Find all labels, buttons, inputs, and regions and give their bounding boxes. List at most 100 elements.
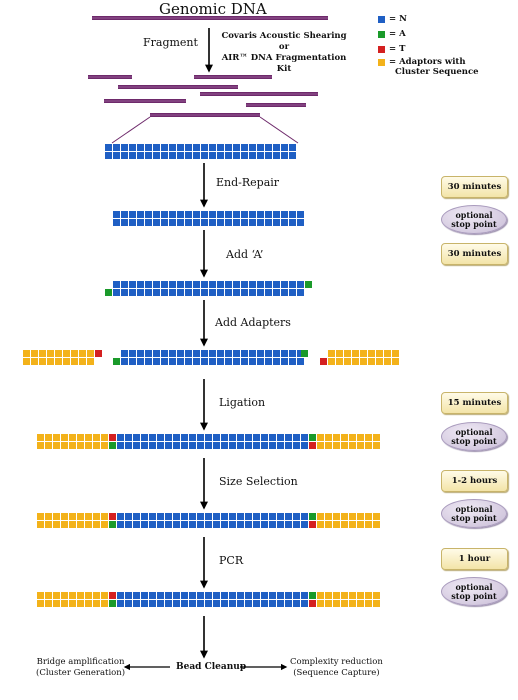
base-n	[289, 289, 296, 296]
adaptor-block	[328, 350, 335, 357]
adaptor-block	[45, 442, 52, 449]
base-n	[217, 350, 224, 357]
adaptor-block	[101, 442, 108, 449]
base-n	[261, 600, 268, 607]
base-n	[205, 521, 212, 528]
adaptor-block	[85, 592, 92, 599]
adaptor-block	[373, 442, 380, 449]
adaptor-block	[333, 600, 340, 607]
base-n	[241, 350, 248, 357]
base-n	[201, 211, 208, 218]
adaptor-block	[376, 358, 383, 365]
base-n	[241, 144, 248, 151]
base-n	[169, 350, 176, 357]
adaptor-block	[317, 592, 324, 599]
base-n	[221, 513, 228, 520]
fragment-highlight	[200, 93, 318, 95]
adaptor-block	[341, 600, 348, 607]
base-n	[285, 521, 292, 528]
base-n	[193, 219, 200, 226]
base-n	[169, 211, 176, 218]
base-n	[281, 152, 288, 159]
time-badge-pcr: 1 hour	[441, 548, 508, 570]
base-n	[113, 281, 120, 288]
adaptor-block	[101, 600, 108, 607]
base-n	[169, 219, 176, 226]
base-n	[253, 521, 260, 528]
base-n	[173, 513, 180, 520]
step-pcr: PCR	[219, 554, 244, 567]
base-n	[145, 152, 152, 159]
legend-swatch-a	[378, 31, 385, 38]
base-n	[233, 211, 240, 218]
base-n	[285, 513, 292, 520]
adaptor-block	[45, 592, 52, 599]
adaptor-block	[61, 592, 68, 599]
base-n	[185, 219, 192, 226]
base-n	[137, 358, 144, 365]
base-n	[213, 592, 220, 599]
adaptor-block	[341, 434, 348, 441]
adaptor-block	[349, 521, 356, 528]
base-n	[253, 600, 260, 607]
base-n	[297, 281, 304, 288]
base-n	[229, 600, 236, 607]
adaptor-block	[325, 442, 332, 449]
adaptor-block	[101, 513, 108, 520]
base-a	[309, 434, 316, 441]
base-t	[109, 592, 116, 599]
base-n	[145, 219, 152, 226]
base-n	[121, 144, 128, 151]
stop-text-2: stop point	[451, 218, 497, 229]
base-n	[249, 219, 256, 226]
step-ligation: Ligation	[219, 396, 266, 409]
base-n	[241, 152, 248, 159]
base-n	[169, 152, 176, 159]
base-n	[201, 281, 208, 288]
adaptor-block	[341, 592, 348, 599]
adaptor-block	[45, 434, 52, 441]
base-n	[161, 281, 168, 288]
fragmentation-method: Covaris Acoustic Shearing or AIR™ DNA Fr…	[218, 31, 350, 75]
base-n	[113, 152, 120, 159]
base-t	[309, 600, 316, 607]
legend-swatch-adaptor	[378, 59, 385, 66]
base-n	[253, 442, 260, 449]
adaptor-block	[69, 513, 76, 520]
base-n	[113, 144, 120, 151]
base-n	[193, 211, 200, 218]
base-n	[297, 289, 304, 296]
base-n	[137, 211, 144, 218]
base-a	[301, 350, 308, 357]
base-t	[95, 350, 102, 357]
base-n	[257, 219, 264, 226]
stop-text-2: stop point	[451, 435, 497, 446]
base-n	[213, 521, 220, 528]
base-n	[209, 289, 216, 296]
legend-adaptor-line-2: Cluster Sequence	[395, 67, 479, 77]
base-n	[237, 521, 244, 528]
base-n	[117, 600, 124, 607]
adaptor-block	[360, 358, 367, 365]
base-n	[189, 442, 196, 449]
adaptor-block	[325, 513, 332, 520]
base-n	[289, 219, 296, 226]
base-n	[161, 289, 168, 296]
base-n	[157, 442, 164, 449]
base-n	[297, 358, 304, 365]
adaptor-block	[31, 358, 38, 365]
legend-swatch-t	[378, 46, 385, 53]
base-n	[193, 281, 200, 288]
time-badge-ligation: 15 minutes	[441, 392, 508, 414]
base-n	[153, 289, 160, 296]
stop-text-2: stop point	[451, 512, 497, 523]
base-n	[169, 289, 176, 296]
adaptor-block	[357, 434, 364, 441]
base-n	[141, 600, 148, 607]
base-n	[253, 513, 260, 520]
fragment-highlight	[118, 86, 238, 88]
base-n	[141, 434, 148, 441]
base-n	[193, 289, 200, 296]
base-n	[145, 211, 152, 218]
complexity-line-1: Complexity reduction	[290, 657, 383, 667]
